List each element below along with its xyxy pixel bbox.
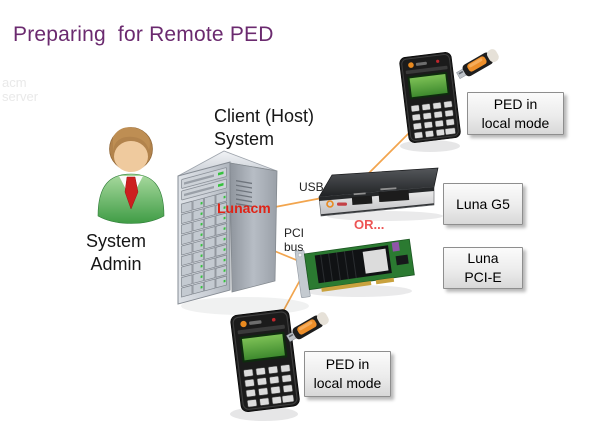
ghost-text-line-2: server [2,89,39,104]
server-tower-icon [177,150,278,305]
client-host-label-line1: Client (Host) [214,106,315,126]
system-admin-label-line1: System [85,231,146,251]
luna-g5-label-box: Luna G5 [443,183,523,225]
or-label: OR... [354,217,385,232]
luna-pcie-label-box: Luna PCI-E [443,247,523,289]
ped-top-connection-line [362,130,412,180]
client-host-label-line2: System [214,129,275,149]
luna-pcie-label-line1: Luna [467,250,499,266]
system-admin-label: System Admin [60,230,172,276]
ped-top-label-box: PED in local mode [467,92,564,135]
luna-g5-icon [318,167,439,217]
ped-top-icon [398,51,462,144]
person-icon [97,127,165,224]
ped-top-label-line2: local mode [481,114,550,131]
usb-label: USB [299,180,324,194]
pci-bus-label-line2: bus [284,240,304,254]
luna-g5-label: Luna G5 [456,195,510,212]
pci-bus-label: PCI bus [284,226,304,254]
lunacm-label: Lunacm [217,200,271,216]
ghost-text-line-1: acm [2,75,27,90]
client-host-label: Client (Host) System [214,105,314,151]
usb-stick-top-icon [454,47,501,82]
usb-connection-line [274,197,323,208]
system-admin-label-line2: Admin [90,254,142,274]
ped-top-label-line1: PED in [493,95,538,112]
ped-bottom-icon [229,308,301,414]
ped-bottom-label-box: PED in local mode [304,351,391,397]
pci-bus-label-line1: PCI [284,226,305,240]
ped-bottom-label-line2: local mode [313,375,382,391]
ped-bottom-label-line1: PED in [325,356,370,372]
pci-card-icon [294,238,415,298]
usb-stick-bottom-icon [284,310,331,345]
slide-title: Preparing for Remote PED [13,23,274,46]
luna-pcie-label-line2: PCI-E [464,269,502,285]
